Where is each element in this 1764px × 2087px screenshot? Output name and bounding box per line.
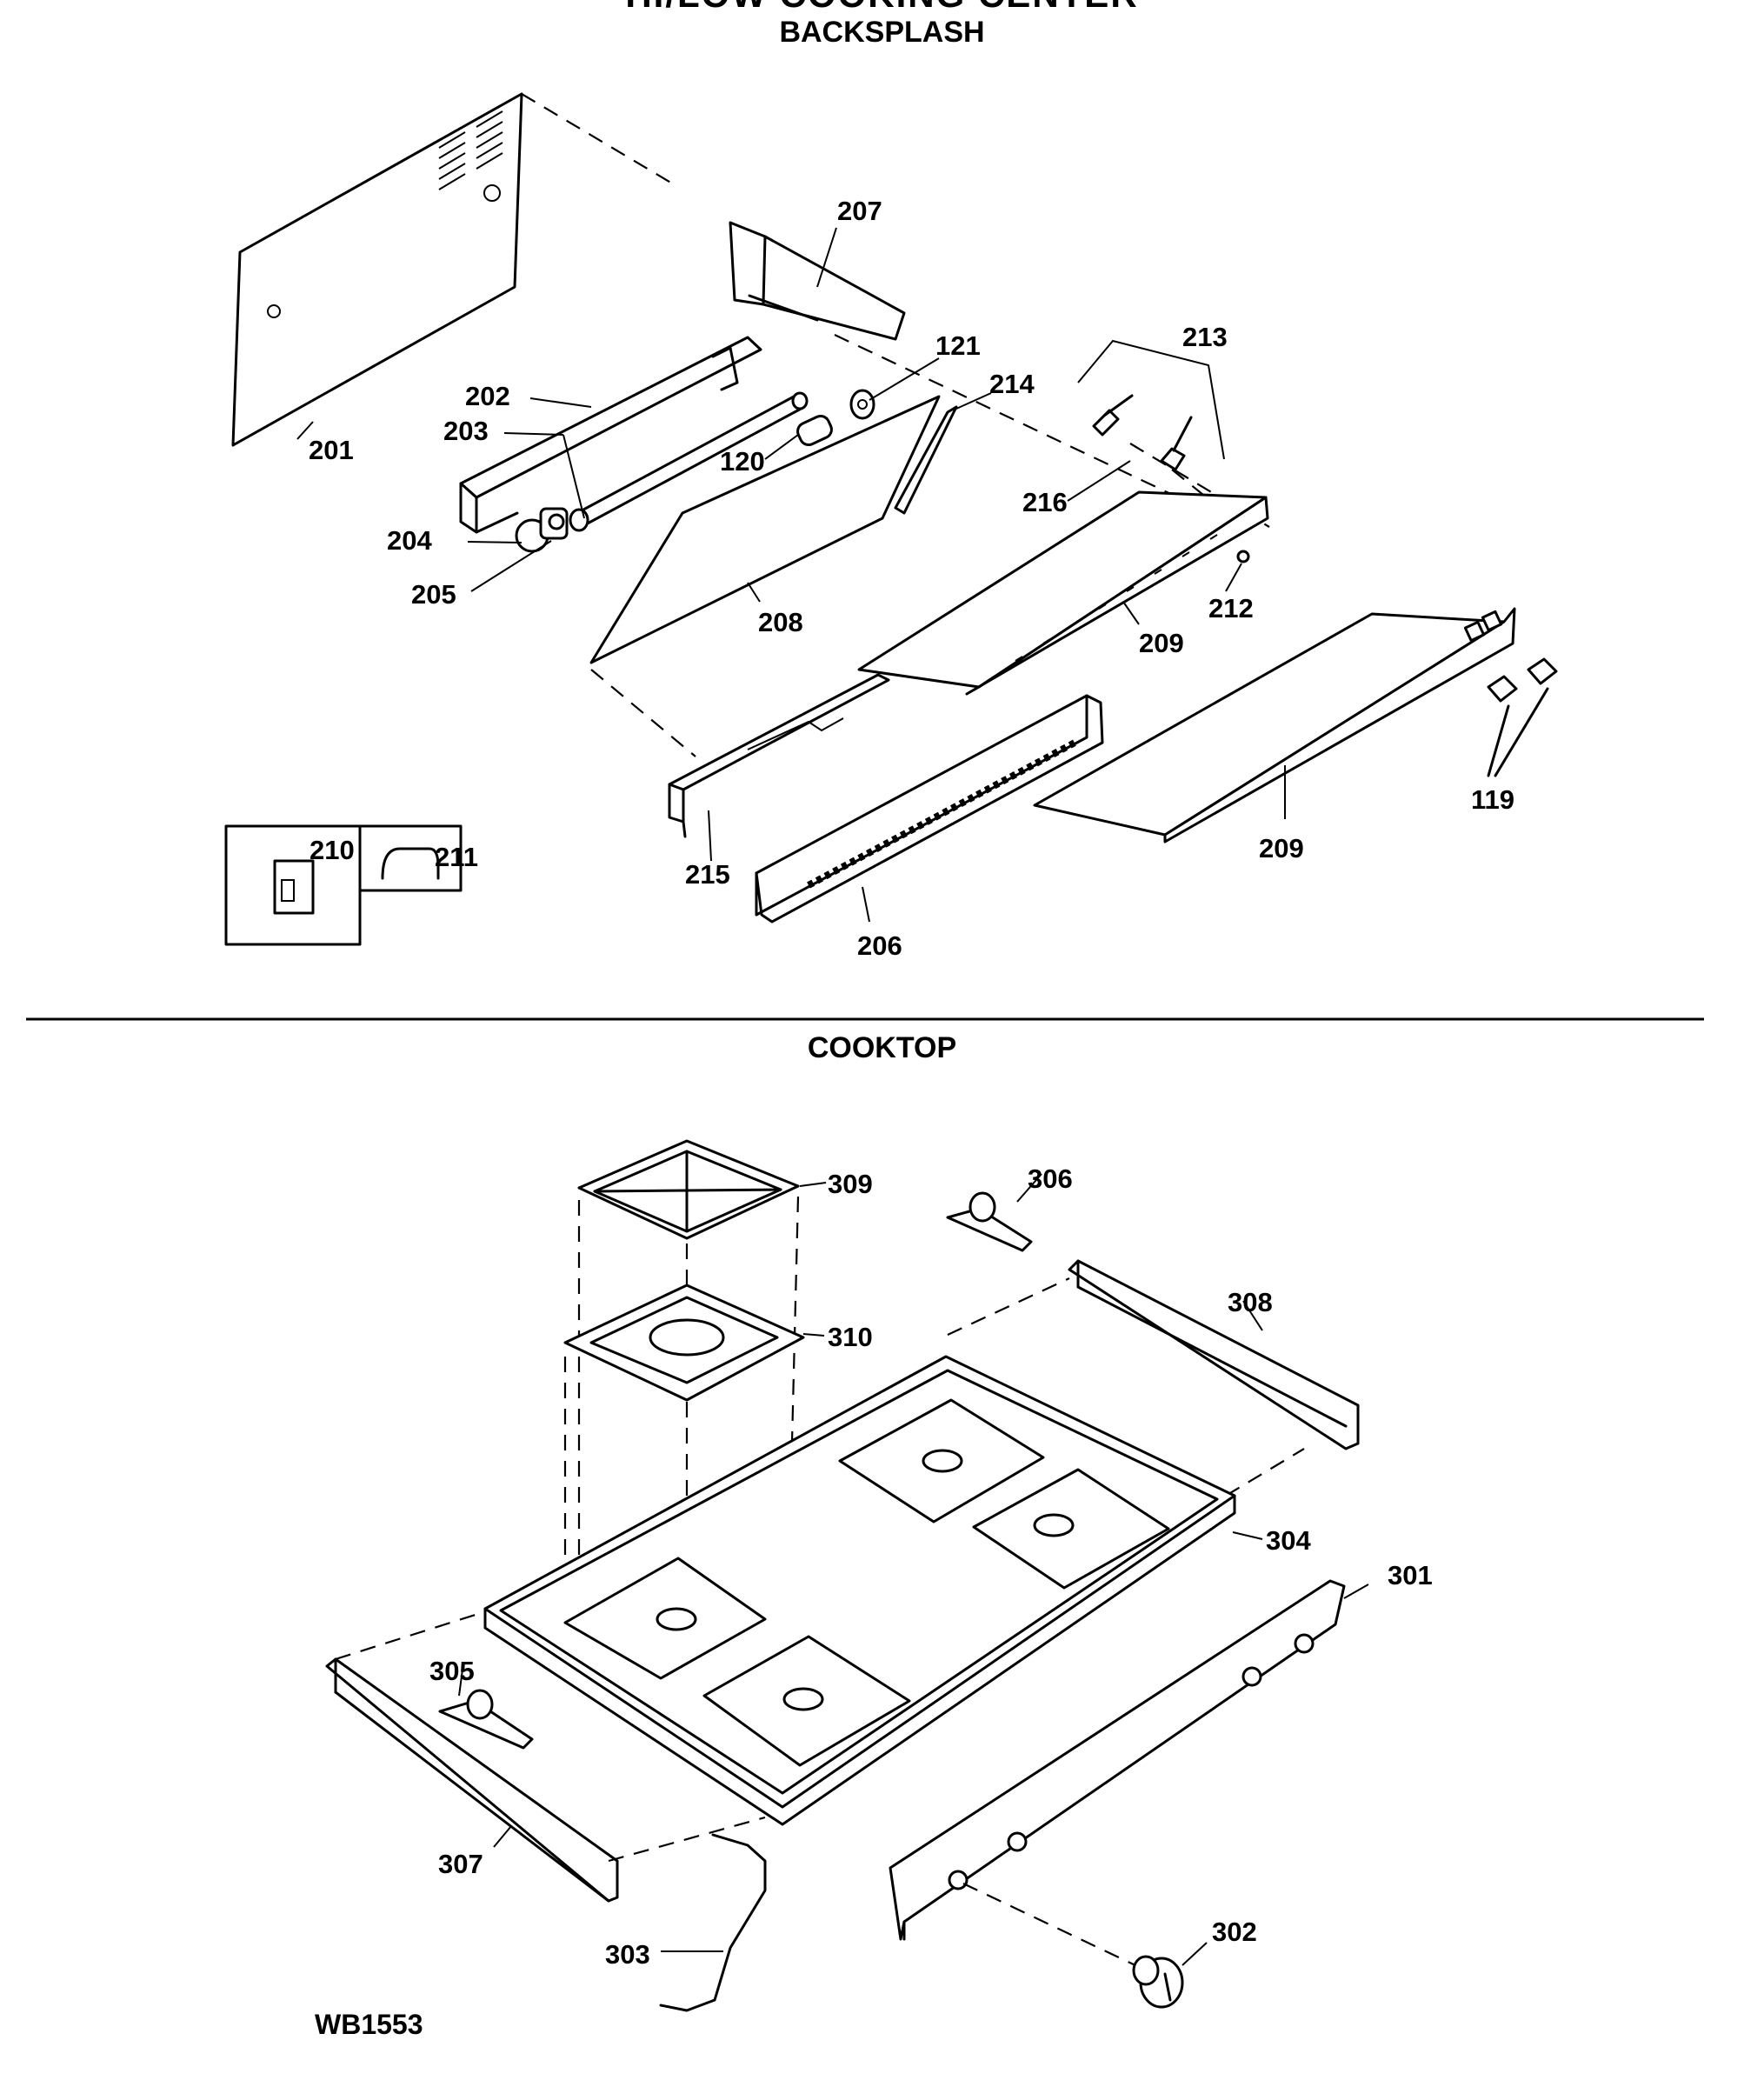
label-310: 310 [828, 1322, 873, 1352]
label-120: 120 [720, 446, 765, 477]
label-204: 204 [387, 525, 432, 556]
part-119-lampholders [1487, 657, 1558, 777]
label-212: 212 [1208, 593, 1254, 623]
label-119: 119 [1471, 784, 1514, 815]
label-215: 215 [685, 859, 730, 890]
label-205: 205 [411, 579, 456, 610]
label-213: 213 [1182, 322, 1228, 352]
part-121-starter-socket [849, 389, 875, 420]
part-202-channel [459, 336, 762, 534]
label-210: 210 [310, 835, 355, 865]
part-120-starter [796, 414, 833, 447]
part-204-lamp-socket [515, 507, 569, 553]
label-203: 203 [443, 416, 489, 446]
part-304-cooktop [483, 1355, 1236, 1826]
label-209: 209 [1139, 628, 1184, 658]
part-209-upper-trim [857, 490, 1269, 696]
part-308-rear-trim [1068, 1259, 1360, 1450]
part-207-bracket [729, 221, 906, 341]
part-203-tube [569, 391, 809, 532]
document-code: WB1553 [315, 2009, 423, 2040]
part-209-lower-trim [1033, 607, 1516, 843]
label-302: 302 [1212, 1917, 1257, 1947]
label-121: 121 [935, 330, 981, 361]
label-304: 304 [1266, 1525, 1311, 1556]
part-302-knob [1132, 1955, 1184, 2009]
diagram-title: HI/LOW COOKING CENTER [0, 0, 1764, 16]
label-208: 208 [758, 607, 803, 637]
part-310-burner-pan [563, 1284, 805, 1609]
part-306-clip [946, 1191, 1033, 1252]
label-308: 308 [1228, 1287, 1273, 1317]
part-301-control-panel [889, 1579, 1346, 1941]
label-202: 202 [465, 381, 510, 411]
label-207: 207 [837, 196, 882, 226]
part-309-burner-grate [577, 1139, 800, 1618]
part-208-panel [589, 395, 941, 664]
section-title-backsplash: BACKSPLASH [779, 16, 985, 49]
label-206: 206 [857, 930, 902, 961]
label-209-lower: 209 [1259, 833, 1304, 863]
part-201-back-panel [231, 92, 523, 447]
label-303: 303 [605, 1939, 650, 1970]
label-307: 307 [438, 1849, 483, 1879]
label-306: 306 [1028, 1164, 1073, 1194]
label-214: 214 [989, 369, 1035, 399]
section-title-cooktop: COOKTOP [807, 1031, 957, 1064]
callout-leaders [296, 227, 1369, 1966]
part-214-strip [894, 405, 958, 515]
label-305: 305 [429, 1656, 475, 1686]
part-212-screw [1236, 550, 1250, 563]
label-309: 309 [828, 1169, 873, 1199]
part-303-wire [659, 1833, 767, 2012]
part-305-clip [438, 1689, 534, 1750]
part-210-211-inset [224, 824, 463, 946]
label-301: 301 [1388, 1560, 1433, 1590]
label-216: 216 [1022, 487, 1068, 517]
label-201: 201 [309, 435, 354, 465]
part-206-vented-panel [755, 694, 1104, 923]
part-307-front-trim [325, 1657, 619, 1903]
label-211: 211 [435, 842, 478, 872]
part-215-bracket [668, 673, 890, 838]
